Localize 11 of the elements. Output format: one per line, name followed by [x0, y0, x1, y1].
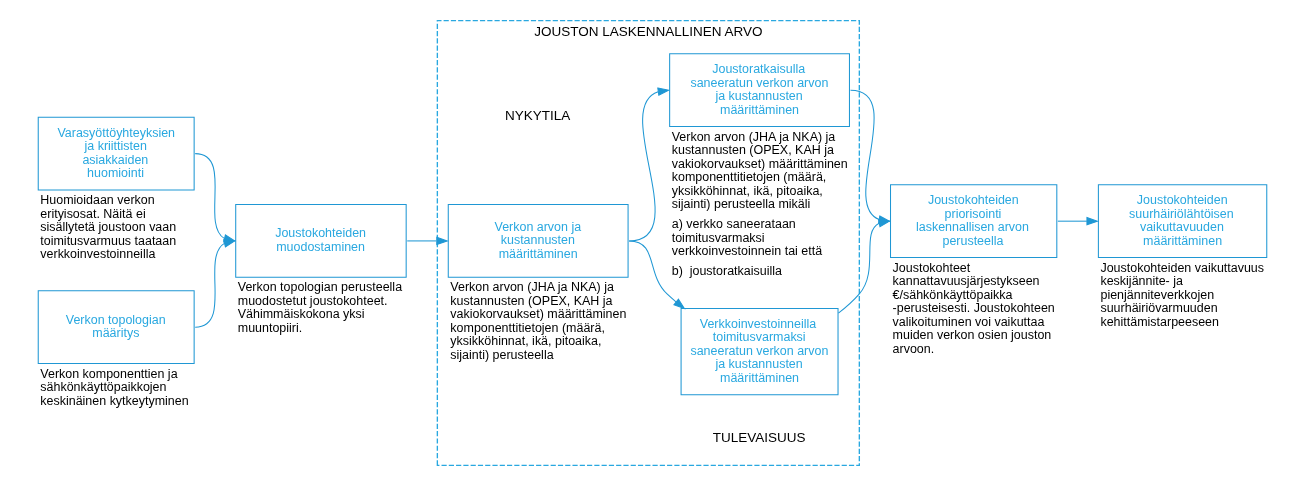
node-label: b) joustoratkaisuilla — [671, 263, 782, 278]
node-label: Huomioidaan verkon erityisosat. Näitä ei sisällytetä joustoon vaan toimitusvarmuus taataan verkkoinvestoinneilla — [39, 193, 176, 262]
node-label: a) verkko saneerataan toimitusvarmaksi verkkoinvestoinnein tai että — [671, 217, 822, 259]
node-label: Verkon topologian perusteella muodostetut joustokohteet. Vähimmäiskokona yksi muuntopiiri. — [237, 280, 402, 335]
label: NYKYTILA — [504, 107, 570, 123]
node-label: Joustokohteet kannattavuusjärjestykseen €/sähkönkäyttöpaikka -perusteisesti. Joustokohteen valikoituminen voi vaikuttaa muiden verkon osien jouston arvoon. — [892, 260, 1055, 356]
node-label: Verkon komponenttien ja sähkönkäyttöpaikkojen keskinäinen kytkeytyminen — [39, 366, 189, 408]
label: TULEVAISUUS — [712, 429, 805, 445]
node-label: Verkon arvon (JHA ja NKA) ja kustannusten (OPEX, KAH ja vakiokorvaukset) määrittäminen komponenttitietojen (määrä, yksikköhinnat, ikä, pitoaika, sijainti) perusteella — [449, 280, 626, 362]
node-label: Joustokohteiden vaikuttavuus keskijännite- ja pienjänniteverkkojen suurhäiriövarmuuden kehittämistarpeeseen — [1099, 260, 1264, 329]
node-label: Verkon arvon (JHA ja NKA) ja kustannusten (OPEX, KAH ja vakiokorvaukset) määrittäminen komponenttitietojen (määrä, yksikköhinnat, ikä, pitoaika, sijainti) perusteella mikäli — [671, 129, 848, 212]
